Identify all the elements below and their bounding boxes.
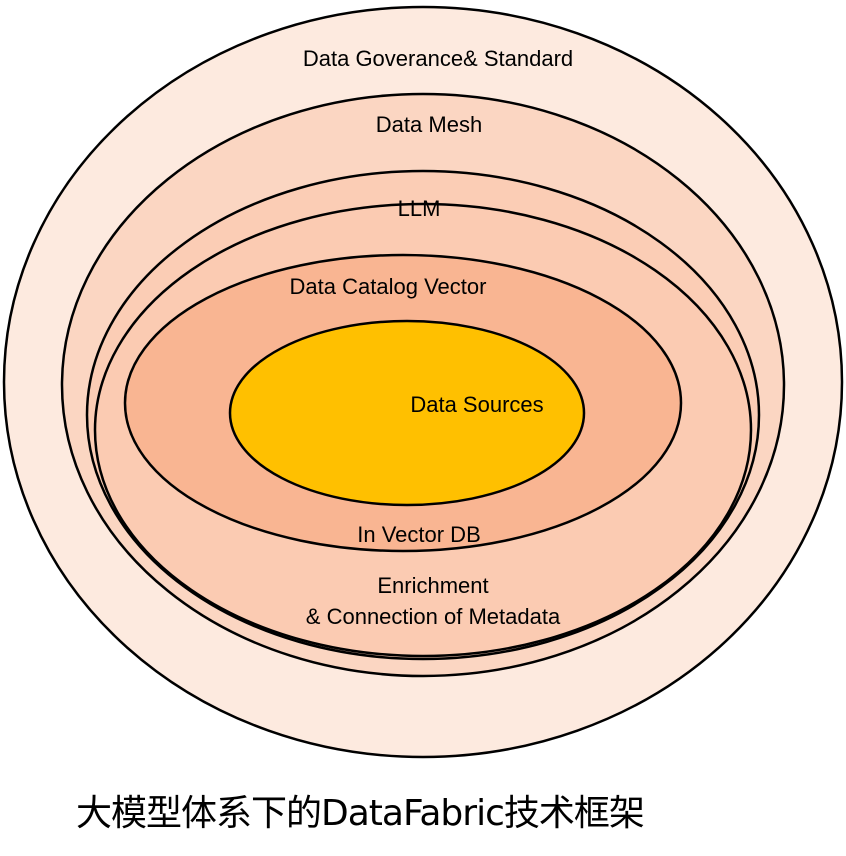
label-catalog-bottom: In Vector DB (357, 522, 481, 547)
nested-ellipse-diagram: Data Goverance& Standard Data Mesh LLM D… (2, 5, 844, 759)
label-catalog: Data Catalog Vector (290, 274, 487, 299)
label-llm: LLM (398, 196, 441, 221)
label-sources: Data Sources (410, 392, 543, 417)
label-mesh: Data Mesh (376, 112, 482, 137)
ring-sources (228, 319, 586, 507)
label-governance: Data Goverance& Standard (303, 46, 573, 71)
diagram-caption: 大模型体系下的DataFabric技术框架 (76, 793, 645, 834)
label-enrichment-line2: & Connection of Metadata (306, 604, 561, 629)
label-enrichment-line1: Enrichment (377, 573, 488, 598)
